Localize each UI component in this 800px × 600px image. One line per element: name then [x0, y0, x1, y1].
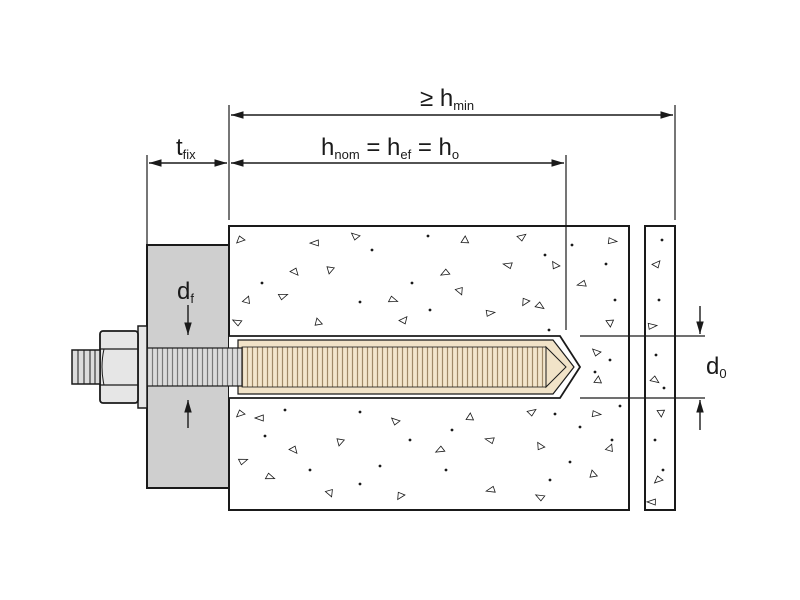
aggregate-triangle — [485, 309, 497, 317]
aggregate-triangle — [649, 375, 660, 384]
aggregate-triangle — [645, 498, 656, 506]
washer — [137, 325, 148, 409]
aggregate-triangle — [589, 469, 599, 478]
aggregate-triangle — [460, 235, 470, 244]
aggregate-triangle — [237, 458, 249, 466]
aggregate-triangle — [264, 472, 276, 480]
aggregate-dot — [654, 353, 658, 357]
aggregate-dot — [543, 253, 547, 257]
d-f-label: df — [177, 278, 194, 306]
aggregate-triangle — [526, 408, 537, 417]
aggregate-triangle — [522, 297, 531, 307]
aggregate-triangle — [398, 315, 408, 325]
aggregate-triangle — [397, 491, 406, 501]
aggregate-triangle — [653, 475, 664, 484]
threaded-rod — [146, 347, 243, 387]
aggregate-triangle — [647, 322, 659, 330]
aggregate-dot — [450, 428, 454, 432]
aggregate-dot — [263, 434, 267, 438]
dimension-arrows — [149, 111, 704, 430]
aggregate-triangle — [552, 260, 561, 270]
aggregate-dot — [553, 412, 557, 416]
aggregate-triangle — [439, 268, 451, 276]
aggregate-triangle — [454, 286, 463, 296]
aggregate-triangle — [314, 317, 324, 326]
extension-lines — [146, 105, 705, 399]
aggregate-triangle — [326, 266, 336, 275]
aggregate-triangle — [591, 410, 603, 418]
h-nom-label: hnom = hef = ho — [321, 134, 460, 162]
aggregate-triangle — [308, 239, 319, 247]
concrete-section-side — [644, 225, 676, 511]
aggregate-dot — [358, 482, 362, 486]
aggregate-triangle — [591, 348, 602, 357]
aggregate-dot — [570, 243, 574, 247]
aggregate-dot — [283, 408, 287, 412]
aggregate-triangle — [434, 445, 446, 453]
aggregate-dot — [593, 370, 597, 374]
aggregate-triangle — [277, 294, 289, 301]
aggregate-dot — [578, 425, 582, 429]
aggregate-triangle — [604, 443, 613, 453]
drilled-hole — [229, 335, 582, 399]
aggregate-triangle — [465, 412, 475, 421]
aggregate-dot — [604, 262, 608, 266]
aggregate-dot — [610, 438, 614, 442]
aggregate-dot — [618, 404, 622, 408]
aggregate-triangle — [235, 409, 246, 418]
aggregate-dot — [548, 478, 552, 482]
aggregate-triangle — [324, 488, 333, 498]
aggregate-triangle — [231, 319, 243, 327]
aggregate-dot — [410, 281, 414, 285]
aggregate-dot — [260, 281, 264, 285]
aggregate-triangle — [534, 494, 546, 502]
aggregate-dot — [426, 234, 430, 238]
aggregate-dot — [428, 308, 432, 312]
aggregate-dot — [661, 468, 665, 472]
aggregate-dot — [568, 460, 572, 464]
aggregate-triangle — [607, 237, 619, 245]
aggregate-triangle — [485, 485, 496, 493]
aggregate-triangle — [537, 441, 546, 451]
rod-end — [71, 349, 101, 385]
aggregate-dot — [444, 468, 448, 472]
aggregate-dot — [653, 438, 657, 442]
aggregate-triangle — [288, 445, 298, 455]
aggregate-triangle — [534, 301, 545, 310]
aggregate-triangle — [241, 295, 250, 305]
aggregate-triangle — [289, 267, 299, 276]
aggregate-triangle — [484, 437, 495, 445]
aggregate-dot — [358, 410, 362, 414]
aggregate-triangle — [502, 262, 513, 270]
aggregate-dot — [660, 238, 664, 242]
aggregate-dot — [547, 328, 551, 332]
aggregate-triangle — [516, 233, 527, 242]
aggregate-triangle — [253, 414, 264, 422]
aggregate-dot — [308, 468, 312, 472]
aggregate-dot — [613, 298, 617, 302]
aggregate-triangle — [390, 417, 401, 426]
hex-nut — [99, 330, 139, 404]
aggregate-dot — [408, 438, 412, 442]
aggregate-triangle — [605, 319, 615, 328]
aggregate-triangle — [593, 375, 603, 384]
t-fix-label: tfix — [176, 134, 196, 162]
aggregate-dot — [657, 298, 661, 302]
aggregate-dot — [662, 386, 666, 390]
aggregate-triangle — [350, 232, 361, 241]
aggregate-triangle — [236, 235, 246, 244]
d-0-label: d0 — [706, 353, 727, 381]
aggregate-dot — [358, 300, 362, 304]
aggregate-dot — [370, 248, 374, 252]
h-min-label: ≥ hmin — [420, 85, 475, 113]
aggregate-triangle — [656, 409, 666, 418]
aggregate-dot — [608, 358, 612, 362]
aggregate-triangle — [651, 260, 661, 269]
aggregate-triangle — [387, 295, 399, 303]
concrete-aggregate — [231, 232, 666, 506]
aggregate-triangle — [336, 438, 346, 447]
aggregate-dot — [378, 464, 382, 468]
aggregate-triangle — [576, 279, 587, 287]
